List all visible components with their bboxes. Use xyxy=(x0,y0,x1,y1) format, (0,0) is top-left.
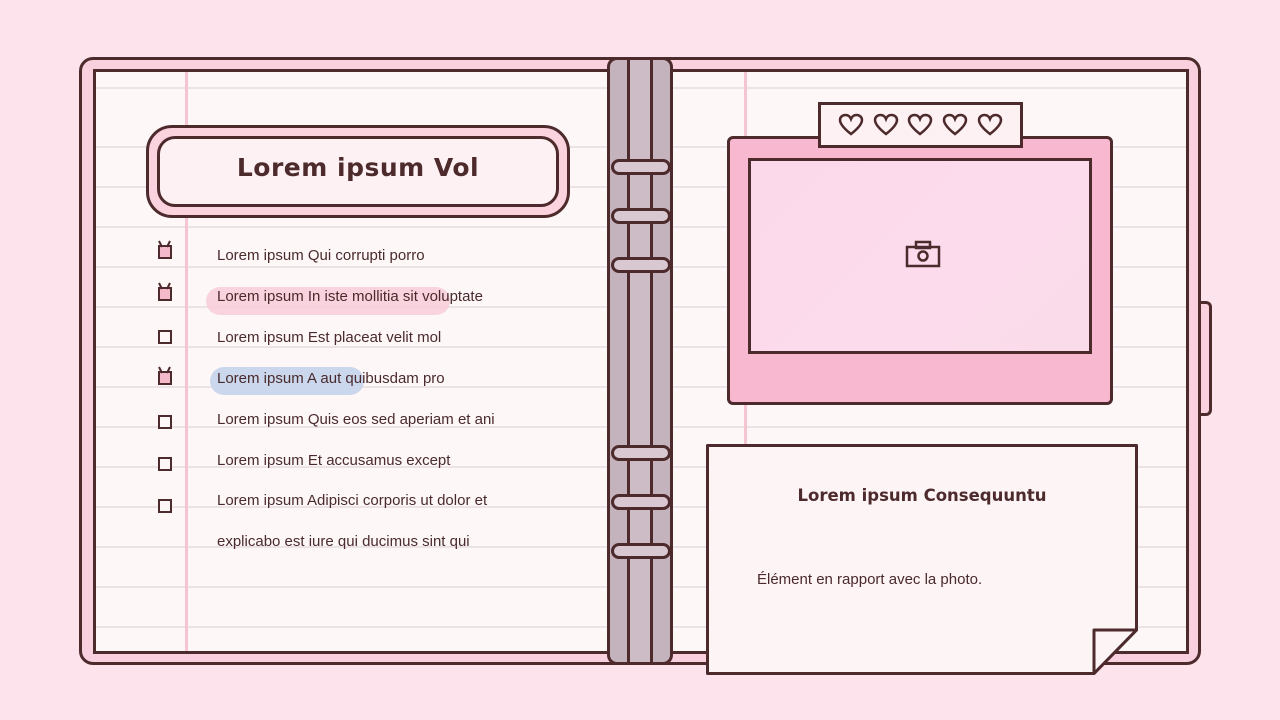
note-card xyxy=(706,444,1138,675)
heart-icon xyxy=(838,113,864,136)
checkbox-checked[interactable] xyxy=(158,366,172,385)
heart-icon xyxy=(977,113,1003,136)
binder-ring xyxy=(611,257,671,273)
highlight-blue xyxy=(210,367,364,395)
checklist-item: Lorem ipsum Et accusamus except xyxy=(217,452,451,469)
checklist-continuation: explicabo est iure qui ducimus sint qui xyxy=(217,533,470,550)
heart-icon xyxy=(873,113,898,136)
binder-ring xyxy=(611,543,671,559)
binder-ring xyxy=(611,208,671,224)
checklist-item: Lorem ipsum Est placeat velit mol xyxy=(217,329,442,346)
note-body: Élément en rapport avec la photo. xyxy=(757,571,983,588)
note-paper xyxy=(706,444,1138,675)
heart-icon xyxy=(943,113,968,136)
checkbox-unchecked[interactable] xyxy=(158,457,172,471)
checkbox-checked[interactable] xyxy=(158,240,172,259)
checklist-item: Lorem ipsum A aut quibusdam pro xyxy=(217,370,445,387)
binder-ring xyxy=(611,159,671,175)
binder-ring xyxy=(611,494,671,510)
left-margin-line xyxy=(185,72,188,651)
camera-icon xyxy=(905,240,941,268)
checkbox-unchecked[interactable] xyxy=(158,415,172,429)
checklist-item: Lorem ipsum Qui corrupti porro xyxy=(217,247,425,264)
title-plaque-inner xyxy=(157,136,559,207)
checklist-item: Lorem ipsum In iste mollitia sit volupta… xyxy=(217,288,483,305)
checkbox-unchecked[interactable] xyxy=(158,499,172,513)
check-mark-icon xyxy=(158,366,171,374)
highlight-pink xyxy=(206,287,450,315)
checklist-item: Lorem ipsum Quis eos sed aperiam et ani xyxy=(217,411,495,428)
photo-placeholder[interactable] xyxy=(748,158,1092,354)
cover-tab xyxy=(1198,301,1212,416)
spine-core xyxy=(627,60,653,662)
checkbox-checked[interactable] xyxy=(158,282,172,301)
check-mark-icon xyxy=(158,282,171,290)
hearts-tape xyxy=(818,102,1023,148)
check-mark-icon xyxy=(158,240,171,248)
page-title: Lorem ipsum Vol xyxy=(236,153,480,182)
heart-icon xyxy=(908,113,933,136)
checklist-item: Lorem ipsum Adipisci corporis ut dolor e… xyxy=(217,492,488,509)
binder-ring xyxy=(611,445,671,461)
checkbox-unchecked[interactable] xyxy=(158,330,172,344)
title-plaque xyxy=(146,125,570,218)
note-title: Lorem ipsum Consequuntu xyxy=(797,486,1047,505)
